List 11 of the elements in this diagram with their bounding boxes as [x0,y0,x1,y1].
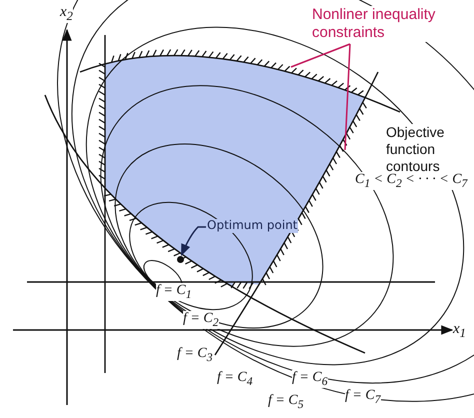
callout-text: Optimum point [207,219,298,233]
contour-label: f = C$_{6}$ [292,370,328,388]
contour-label: f = C$_{3}$ [177,346,213,364]
leader-line [344,44,351,150]
contour-label: f = C$_{2}$ [183,311,219,330]
contour-label: f = C$_{1}$ [156,283,192,302]
contour-label: C$_{1}$ < C$_{2}$ < · · · < C$_{7}$ [355,172,468,190]
contour-label: f = C$_{5}$ [268,393,304,412]
leader-line [290,43,350,68]
arrow [180,226,206,256]
optimum-point-dot [176,256,184,262]
